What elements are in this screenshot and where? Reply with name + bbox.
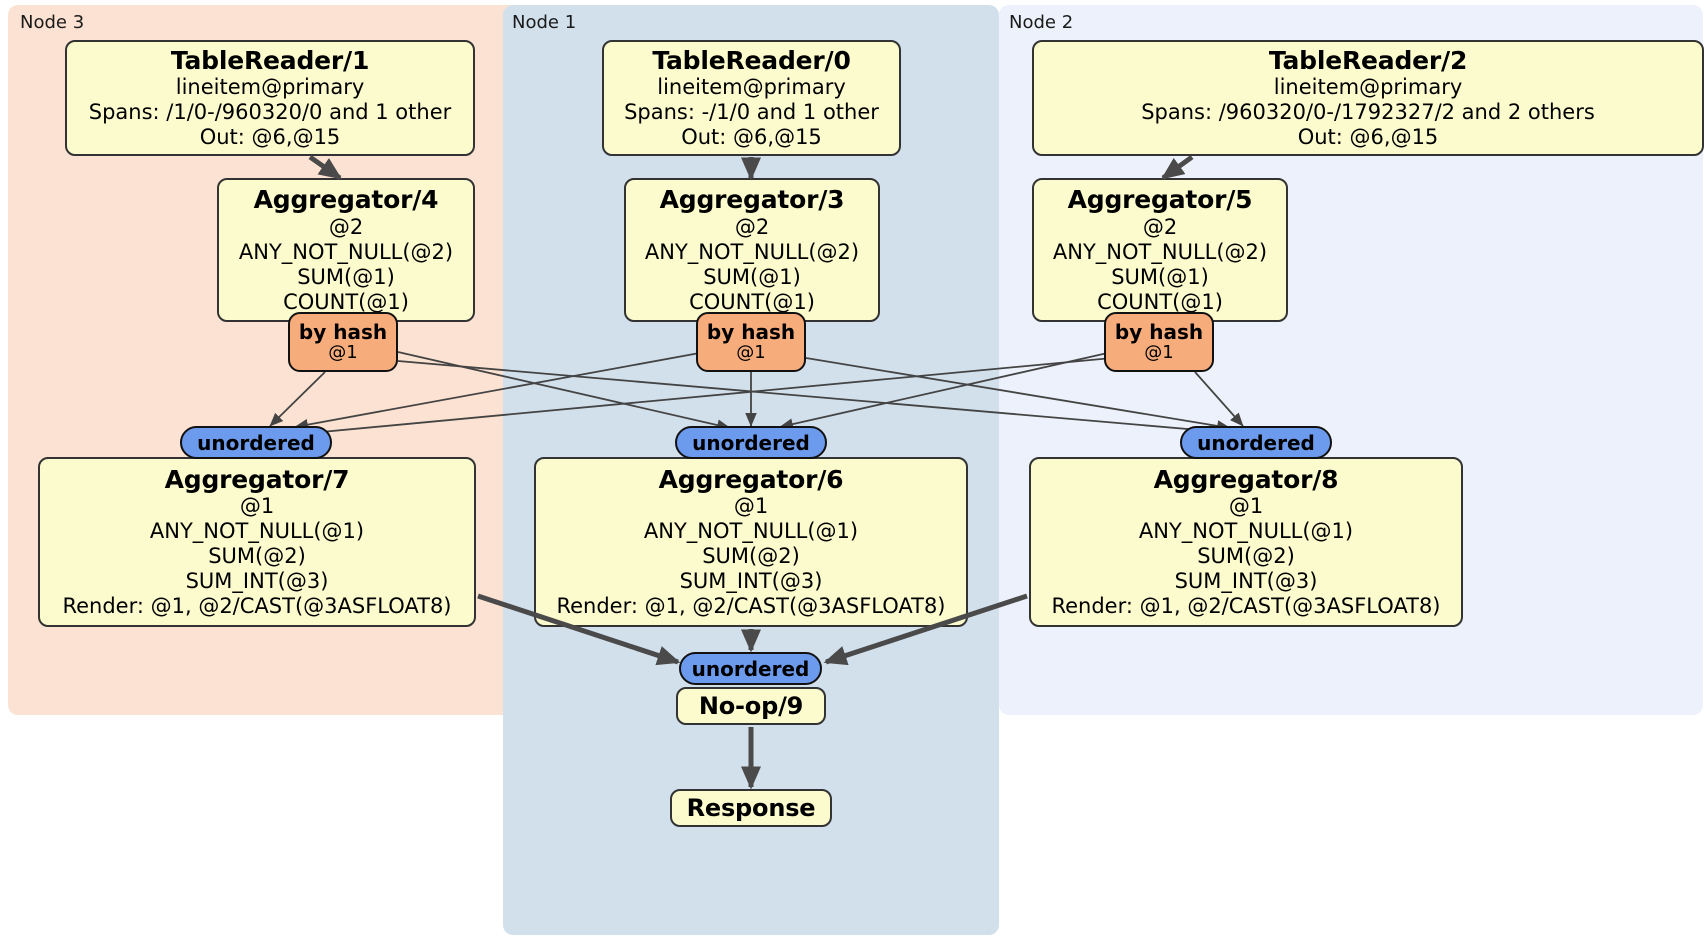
processor-title: TableReader/0 (652, 45, 851, 75)
node-label-node2: Node 2 (1009, 12, 1074, 33)
processor-aggregator-7[interactable]: Aggregator/7 @1 ANY_NOT_NULL(@1) SUM(@2)… (38, 457, 476, 627)
processor-detail: @2 (734, 214, 770, 239)
processor-tablereader-1[interactable]: TableReader/1 lineitem@primary Spans: /1… (65, 40, 475, 156)
processor-title: TableReader/2 (1268, 45, 1468, 75)
receiver-label: unordered (691, 656, 810, 681)
receiver-unordered-node1[interactable]: unordered (675, 426, 827, 459)
processor-title: No-op/9 (698, 691, 804, 720)
processor-aggregator-4[interactable]: Aggregator/4 @2 ANY_NOT_NULL(@2) SUM(@1)… (217, 178, 475, 322)
receiver-unordered-final[interactable]: unordered (679, 652, 822, 685)
processor-detail: ANY_NOT_NULL(@2) (1052, 239, 1268, 264)
processor-title: Aggregator/7 (164, 464, 350, 494)
processor-detail: @2 (328, 214, 364, 239)
processor-detail: SUM(@1) (1111, 264, 1209, 289)
router-label: by hash (298, 319, 388, 344)
processor-detail: ANY_NOT_NULL(@2) (644, 239, 860, 264)
processor-detail: Spans: /960320/0-/1792327/2 and 2 others (1141, 100, 1595, 125)
processor-detail: SUM(@1) (703, 264, 801, 289)
processor-detail: Out: @6,@15 (681, 125, 822, 150)
processor-title: Response (686, 793, 816, 822)
processor-title: Aggregator/8 (1153, 464, 1339, 494)
receiver-label: unordered (692, 430, 810, 455)
router-by-hash-node3[interactable]: by hash @1 (288, 312, 398, 372)
router-column: @1 (328, 341, 358, 363)
processor-detail: @1 (733, 494, 769, 519)
processor-aggregator-8[interactable]: Aggregator/8 @1 ANY_NOT_NULL(@1) SUM(@2)… (1029, 457, 1463, 627)
processor-detail: Render: @1, @2/CAST(@3ASFLOAT8) (1051, 594, 1441, 619)
processor-detail: @1 (1228, 494, 1264, 519)
processor-detail: COUNT(@1) (1097, 289, 1223, 314)
processor-detail: lineitem@primary (175, 75, 365, 100)
processor-detail: SUM_INT(@3) (185, 569, 329, 594)
processor-detail: SUM_INT(@3) (679, 569, 823, 594)
router-column: @1 (736, 341, 766, 363)
router-label: by hash (706, 319, 796, 344)
processor-detail: ANY_NOT_NULL(@1) (149, 519, 365, 544)
processor-detail: SUM(@2) (702, 544, 800, 569)
processor-detail: ANY_NOT_NULL(@2) (238, 239, 454, 264)
processor-detail: ANY_NOT_NULL(@1) (1138, 519, 1354, 544)
processor-detail: Spans: /1/0-/960320/0 and 1 other (88, 100, 452, 125)
node-label-node3: Node 3 (20, 12, 85, 33)
processor-detail: SUM(@1) (297, 264, 395, 289)
processor-detail: Render: @1, @2/CAST(@3ASFLOAT8) (556, 594, 946, 619)
processor-response[interactable]: Response (670, 789, 832, 827)
processor-tablereader-2[interactable]: TableReader/2 lineitem@primary Spans: /9… (1032, 40, 1704, 156)
processor-title: Aggregator/3 (659, 185, 845, 215)
router-column: @1 (1144, 341, 1174, 363)
router-by-hash-node1[interactable]: by hash @1 (696, 312, 806, 372)
receiver-unordered-node2[interactable]: unordered (1180, 426, 1332, 459)
processor-detail: lineitem@primary (657, 75, 846, 100)
processor-noop-9[interactable]: No-op/9 (676, 687, 826, 725)
processor-detail: @1 (239, 494, 275, 519)
processor-aggregator-6[interactable]: Aggregator/6 @1 ANY_NOT_NULL(@1) SUM(@2)… (534, 457, 968, 627)
processor-detail: lineitem@primary (1273, 75, 1463, 100)
processor-title: Aggregator/6 (658, 464, 844, 494)
processor-detail: SUM(@2) (208, 544, 306, 569)
receiver-label: unordered (1197, 430, 1315, 455)
processor-detail: COUNT(@1) (689, 289, 815, 314)
processor-tablereader-0[interactable]: TableReader/0 lineitem@primary Spans: -/… (602, 40, 901, 156)
router-by-hash-node2[interactable]: by hash @1 (1104, 312, 1214, 372)
processor-aggregator-3[interactable]: Aggregator/3 @2 ANY_NOT_NULL(@2) SUM(@1)… (624, 178, 880, 322)
processor-detail: Spans: -/1/0 and 1 other (624, 100, 879, 125)
node-label-node1: Node 1 (512, 12, 577, 33)
processor-detail: SUM_INT(@3) (1174, 569, 1318, 594)
processor-detail: ANY_NOT_NULL(@1) (643, 519, 859, 544)
processor-title: TableReader/1 (170, 45, 370, 75)
processor-title: Aggregator/5 (1067, 185, 1253, 215)
processor-aggregator-5[interactable]: Aggregator/5 @2 ANY_NOT_NULL(@2) SUM(@1)… (1032, 178, 1288, 322)
processor-title: Aggregator/4 (253, 185, 439, 215)
processor-detail: SUM(@2) (1197, 544, 1295, 569)
processor-detail: Out: @6,@15 (199, 125, 341, 150)
router-label: by hash (1114, 319, 1204, 344)
receiver-label: unordered (197, 430, 315, 455)
receiver-unordered-node3[interactable]: unordered (180, 426, 332, 459)
processor-detail: Out: @6,@15 (1297, 125, 1439, 150)
processor-detail: Render: @1, @2/CAST(@3ASFLOAT8) (62, 594, 452, 619)
processor-detail: COUNT(@1) (283, 289, 409, 314)
processor-detail: @2 (1142, 214, 1178, 239)
